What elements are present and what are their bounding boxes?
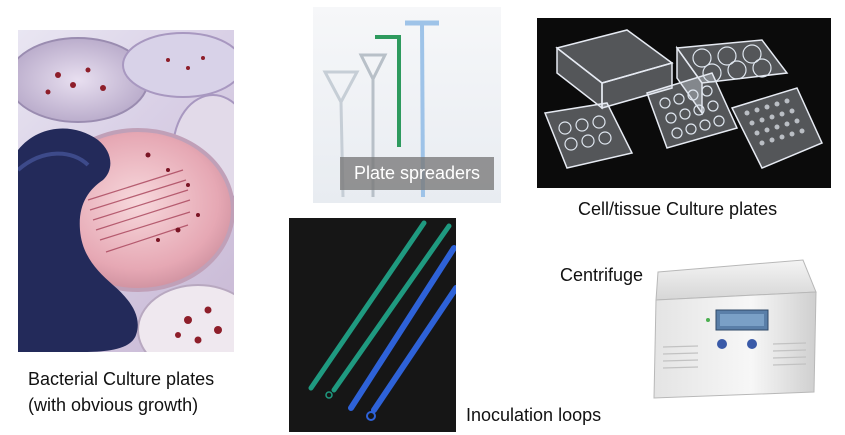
blue-loop: [348, 245, 456, 411]
centrifuge-knob: [747, 339, 757, 349]
bacterial-caption-line2: (with obvious growth): [28, 395, 199, 415]
gloved-hand: [18, 128, 138, 352]
well-plate: [646, 72, 739, 149]
inoculation-loops-caption: Inoculation loops: [466, 405, 602, 425]
inoculation-loops-photo: [289, 218, 456, 432]
teal-loop: [331, 223, 452, 393]
centrifuge-caption: Centrifuge: [560, 265, 644, 285]
cell-culture-plates-photo: [537, 18, 831, 188]
triangle-spreader: [358, 53, 388, 83]
centrifuge-body: [653, 291, 817, 399]
l-shaped-spreader: [375, 35, 401, 147]
bacterial-plates-illustration: [18, 32, 234, 352]
plate-spreaders-photo: Plate spreaders: [313, 7, 501, 203]
centrifuge-knob: [717, 339, 727, 349]
centrifuge-illustration: [653, 259, 817, 399]
cell-plates-illustration: [543, 29, 824, 169]
centrifuge-photo: [648, 252, 818, 402]
background-dish: [122, 32, 234, 98]
loops-illustration: [308, 220, 456, 421]
cell-tissue-caption: Cell/tissue Culture plates: [578, 199, 778, 219]
teal-loop: [308, 220, 427, 391]
triangle-spreader: [322, 70, 360, 106]
blue-loop: [371, 285, 456, 413]
bacterial-culture-plates-photo: [18, 30, 234, 352]
bacterial-caption-line1: Bacterial Culture plates: [28, 369, 215, 389]
plate-spreaders-label: Plate spreaders: [340, 157, 494, 190]
